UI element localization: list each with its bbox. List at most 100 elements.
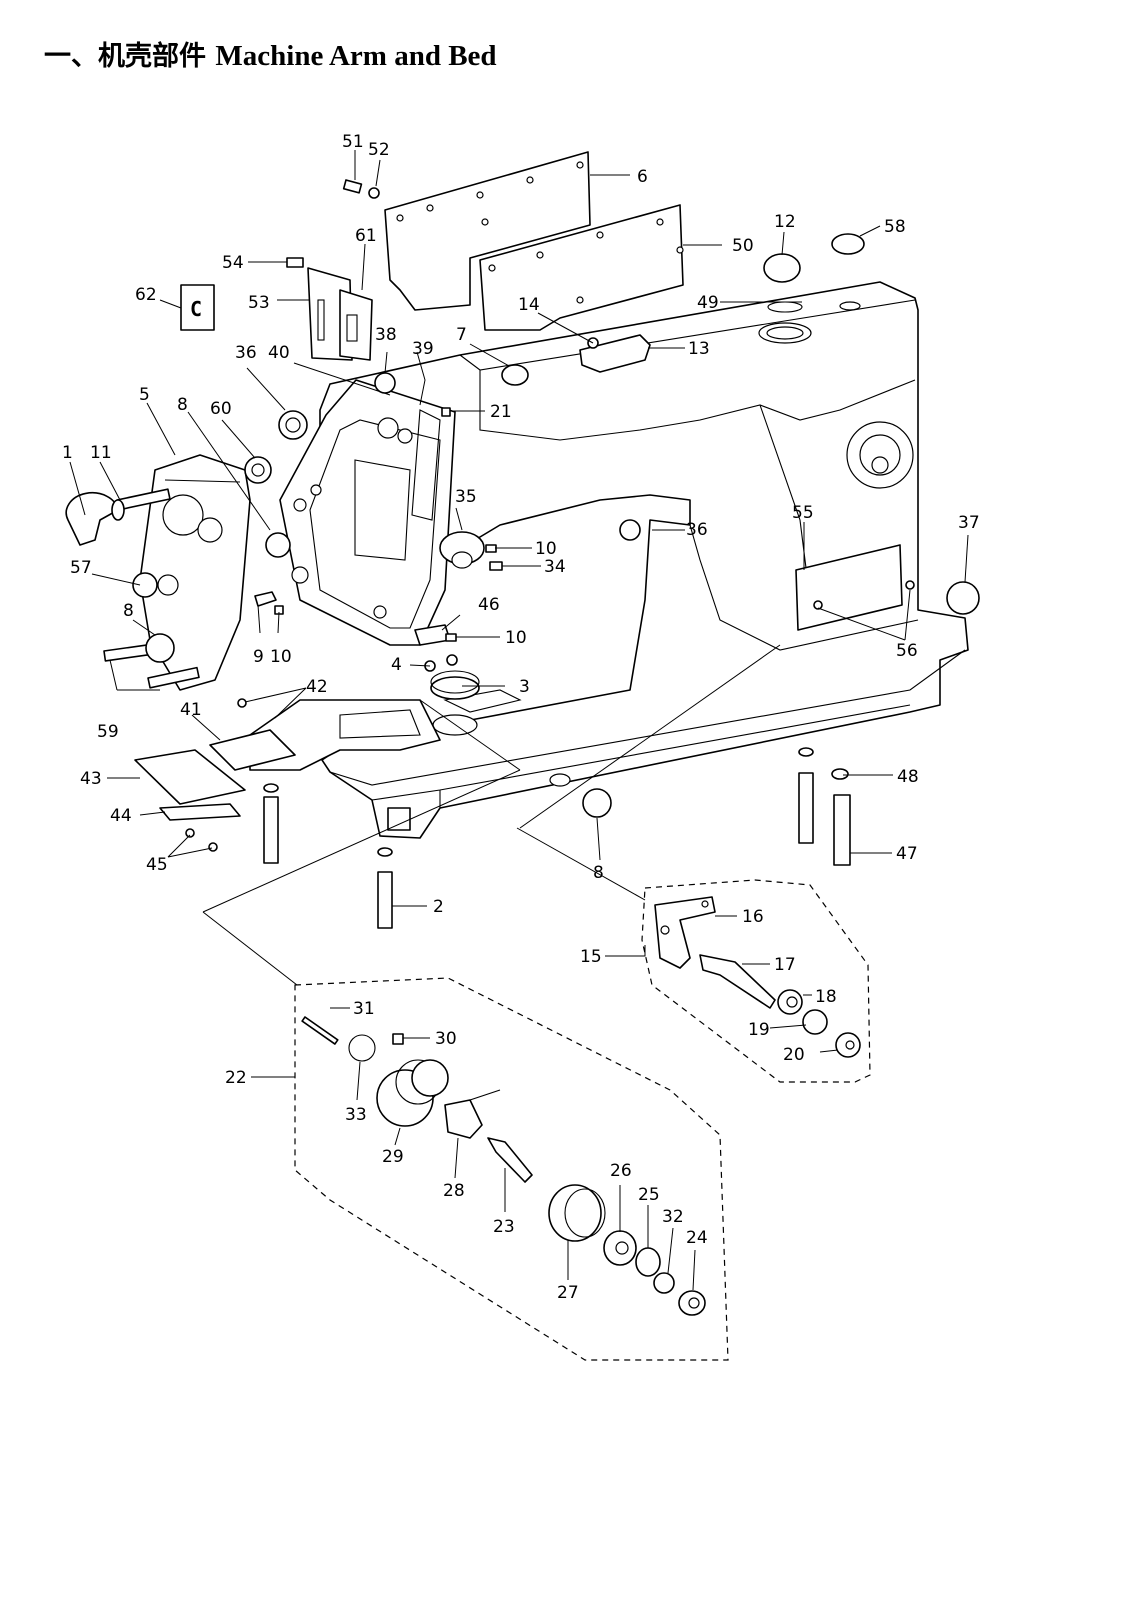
- callout-57: 57: [70, 558, 92, 578]
- cap-58: [831, 233, 865, 255]
- callout-4: 4: [391, 655, 402, 675]
- face-cover: [139, 454, 251, 691]
- screw-59b: [147, 666, 200, 689]
- callout-36-left: 36: [235, 343, 257, 363]
- screw-51: [342, 179, 363, 194]
- disc-27: [548, 1184, 602, 1242]
- plate-43: [134, 749, 246, 805]
- top-cover-6: [384, 151, 591, 311]
- nameplate-55: [795, 544, 903, 631]
- callout-19: 19: [748, 1020, 770, 1040]
- callout-20: 20: [783, 1045, 805, 1065]
- callout-34: 34: [544, 557, 566, 577]
- plug-8b: [582, 788, 612, 818]
- callout-33: 33: [345, 1105, 367, 1125]
- stud-b: [798, 772, 814, 844]
- callout-22: 22: [225, 1068, 247, 1088]
- callout-40: 40: [268, 343, 290, 363]
- callout-59: 59: [97, 722, 119, 742]
- callout-13: 13: [688, 339, 710, 359]
- callout-29: 29: [382, 1147, 404, 1167]
- stud-23: [487, 1137, 533, 1183]
- callout-45: 45: [146, 855, 168, 875]
- screw-10b: [445, 633, 457, 642]
- callout-47: 47: [896, 844, 918, 864]
- box-62-letter: C: [190, 297, 202, 321]
- stud-a: [263, 796, 279, 864]
- callout-52: 52: [368, 140, 390, 160]
- nut-48: [831, 768, 849, 780]
- callout-32: 32: [662, 1207, 684, 1227]
- callout-10-lower: 10: [505, 628, 527, 648]
- screw-4b: [446, 654, 458, 666]
- callout-18: 18: [815, 987, 837, 1007]
- callout-9: 9: [253, 647, 264, 667]
- callout-15: 15: [580, 947, 602, 967]
- callout-36-right: 36: [686, 520, 708, 540]
- callout-50: 50: [732, 236, 754, 256]
- callout-1: 1: [62, 443, 73, 463]
- page-title: 一、机壳部件 Machine Arm and Bed: [44, 34, 497, 73]
- callout-58: 58: [884, 217, 906, 237]
- callout-25: 25: [638, 1185, 660, 1205]
- callout-38: 38: [375, 325, 397, 345]
- callout-43: 43: [80, 769, 102, 789]
- screw-10a: [485, 544, 497, 553]
- bracket-53-61: [307, 267, 373, 361]
- callout-3: 3: [519, 677, 530, 697]
- callout-16: 16: [742, 907, 764, 927]
- plug-37: [946, 581, 980, 615]
- screw-21: [441, 407, 451, 417]
- plate-41: [209, 729, 296, 771]
- title-chinese: 一、机壳部件: [44, 41, 206, 72]
- callout-5: 5: [139, 385, 150, 405]
- callout-26: 26: [610, 1161, 632, 1181]
- plug-38: [374, 372, 396, 394]
- callout-51: 51: [342, 132, 364, 152]
- pin-31: [301, 1016, 339, 1045]
- knob-57: [132, 572, 158, 598]
- callout-10-upper: 10: [535, 539, 557, 559]
- callout-labels: 1 2 3 4 5 6 7 8 8 8 8 9 10 10 10 11 12 1…: [62, 132, 980, 1303]
- base-frame: [249, 699, 441, 771]
- callout-62: 62: [135, 285, 157, 305]
- callout-2: 2: [433, 897, 444, 917]
- leader-lines: [69, 150, 969, 1291]
- title-english: Machine Arm and Bed: [215, 40, 497, 72]
- callout-12: 12: [774, 212, 796, 232]
- spring-25: [635, 1247, 661, 1277]
- bracket-16: [654, 896, 716, 969]
- callout-41: 41: [180, 700, 202, 720]
- callout-44: 44: [110, 806, 132, 826]
- disc-3: [430, 676, 480, 700]
- callout-10-left: 10: [270, 647, 292, 667]
- side-cap: [65, 492, 119, 546]
- callout-35: 35: [455, 487, 477, 507]
- callout-49: 49: [697, 293, 719, 313]
- top-cover-50: [479, 204, 684, 331]
- plug-36b: [619, 519, 641, 541]
- stud-47: [833, 794, 851, 866]
- callout-56: 56: [896, 641, 918, 661]
- screw-54: [286, 257, 304, 268]
- callout-55: 55: [792, 503, 814, 523]
- oil-cap-12: [763, 253, 801, 283]
- callout-42: 42: [306, 677, 328, 697]
- machine-arm-body: [319, 281, 969, 839]
- stud-2: [377, 871, 393, 929]
- plug-7: [501, 364, 529, 386]
- callout-39: 39: [412, 339, 434, 359]
- callout-30: 30: [435, 1029, 457, 1049]
- long-screw-11: [111, 488, 171, 521]
- plug-8a: [265, 532, 291, 558]
- group-box-15: [641, 879, 871, 1083]
- callout-28: 28: [443, 1181, 465, 1201]
- group-box-22: [294, 977, 729, 1361]
- screw-30: [392, 1033, 404, 1045]
- callout-6: 6: [637, 167, 648, 187]
- clamp-9: [254, 591, 277, 607]
- callout-61: 61: [355, 226, 377, 246]
- callout-14: 14: [518, 295, 540, 315]
- callout-17: 17: [774, 955, 796, 975]
- knob-8: [145, 633, 175, 663]
